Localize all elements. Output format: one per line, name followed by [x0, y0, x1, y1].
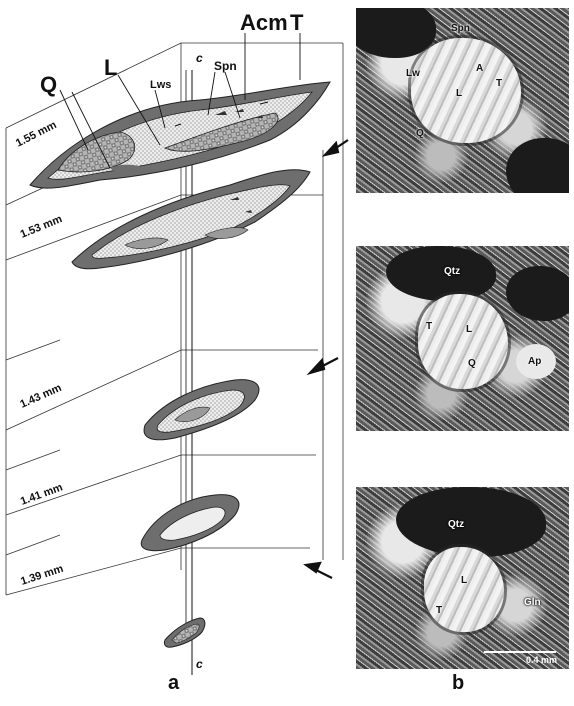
section-1-43 — [144, 380, 259, 440]
mg3-label-l: L — [461, 575, 467, 586]
micrograph-2-dark-region — [386, 246, 496, 301]
depth-label-5: 1.39 mm — [19, 563, 65, 588]
micrograph-3: Qtz T L Gln 0.4 mm — [356, 487, 569, 669]
panel-letter-a: a — [168, 672, 179, 695]
mg2-label-q: Q — [468, 358, 476, 369]
section-1-39 — [164, 618, 205, 647]
label-t: T — [290, 10, 304, 35]
mg3-label-gln: Gln — [524, 597, 541, 608]
micrograph-1-dark-region-2 — [506, 138, 569, 193]
micrograph-1-dark-region — [356, 8, 436, 58]
label-q: Q — [40, 72, 57, 97]
panel-letter-b: b — [452, 672, 464, 695]
section-1-41 — [141, 495, 239, 551]
serial-section-diagram: Acm T Q L Lws Spn c c 1.55 mm 1.53 mm 1.… — [0, 0, 350, 706]
label-l: L — [104, 55, 117, 80]
mg2-label-ap: Ap — [528, 356, 541, 367]
mg1-label-a: A — [476, 63, 483, 74]
micrograph-2-grain — [418, 294, 508, 389]
label-c-bottom: c — [196, 657, 203, 671]
depth-label-4: 1.41 mm — [19, 481, 65, 507]
depth-label-2: 1.53 mm — [19, 213, 65, 241]
mg1-label-t: T — [496, 78, 502, 89]
arrows — [306, 140, 348, 578]
mg1-label-l: L — [456, 88, 462, 99]
label-lws: Lws — [150, 79, 171, 91]
mg2-label-qtz: Qtz — [444, 266, 460, 277]
depth-label-1: 1.55 mm — [14, 119, 59, 150]
micrograph-3-dark-region — [396, 487, 546, 557]
label-acm: Acm — [240, 10, 288, 35]
section-1-53 — [72, 170, 310, 269]
micrograph-2-dark-region-2 — [506, 266, 569, 321]
micrograph-2: Qtz T L Q Ap — [356, 246, 569, 431]
mg1-label-q: Q — [416, 128, 424, 139]
mg1-label-spn: Spn — [451, 23, 470, 34]
scale-bar — [484, 651, 556, 653]
mg3-label-t: T — [436, 605, 442, 616]
mg3-label-qtz: Qtz — [448, 519, 464, 530]
serial-section-svg: Acm T Q L Lws Spn c c 1.55 mm 1.53 mm 1.… — [0, 0, 350, 706]
label-spn: Spn — [214, 59, 237, 73]
micrograph-1-grain — [411, 38, 521, 143]
micrograph-3-grain — [424, 547, 504, 632]
scale-bar-label: 0.4 mm — [526, 655, 557, 665]
label-c-top: c — [196, 51, 203, 65]
mg2-label-l: L — [466, 324, 472, 335]
micrograph-1: Spn A T L Lw Q — [356, 8, 569, 193]
mg2-label-t: T — [426, 321, 432, 332]
mg1-label-lw: Lw — [406, 68, 420, 79]
